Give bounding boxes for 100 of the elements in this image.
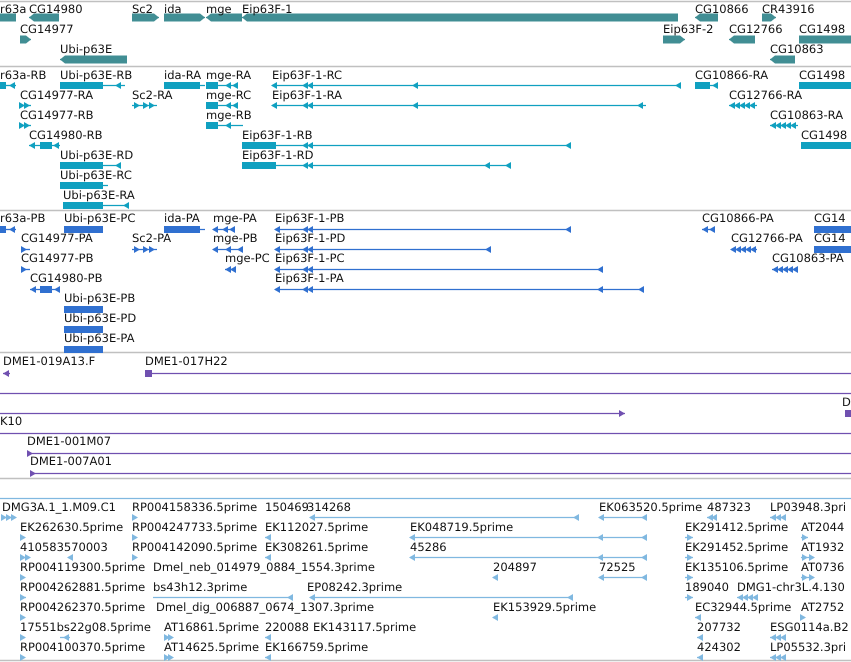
feature-label: Sc2-RA	[132, 89, 172, 102]
feature-label: CG10863	[770, 43, 824, 56]
feature-label: CG14	[814, 212, 846, 225]
feature-label: CG10866-PA	[702, 212, 774, 225]
feature-label: bs43h12.3prime	[153, 581, 248, 594]
feature-label: CG1498	[799, 69, 846, 82]
feature-label: CG10863-RA	[770, 109, 844, 122]
feature-label: EK166759.5prime	[265, 641, 368, 654]
feature-label: EK063520.5prime	[599, 501, 702, 514]
feature-label: Eip63F-1-PC	[275, 252, 345, 265]
feature-label: 220088	[265, 621, 309, 634]
feature-label: Eip63F-1-PB	[275, 212, 344, 225]
feature-label: RP004262881.5prime	[20, 581, 146, 594]
feature-label: Eip63F-1-PD	[275, 232, 346, 245]
feature-label: CG1498	[801, 129, 848, 142]
feature-label: r63a-PB	[0, 212, 46, 225]
feature-label: AT1932	[801, 541, 844, 554]
feature-label: EK308261.5prime	[265, 541, 368, 554]
feature-label: DME1-007A01	[30, 455, 112, 468]
feature-label: Eip63F-1-RD	[242, 149, 314, 162]
feature-label: CG14977-PA	[21, 232, 93, 245]
feature-label: AT2044	[801, 521, 844, 534]
feature-label: DME1-017H22	[145, 355, 228, 368]
feature-label: ESG0114a.B2	[770, 621, 849, 634]
feature-label: Ubi-p63E-RB	[60, 69, 132, 82]
feature-label: 207732	[697, 621, 741, 634]
feature-label: CG10866	[695, 3, 749, 16]
feature-label: AT14625.5prime	[164, 641, 260, 654]
feature-label: CG12766-RA	[729, 89, 802, 102]
feature-label: r63a	[0, 3, 26, 16]
feature-label: DME1-019A13.F	[3, 355, 96, 368]
feature-label: Ubi-p63E-RC	[60, 169, 132, 182]
feature-label: 189040	[685, 581, 729, 594]
feature-label: mge-PC	[225, 252, 270, 265]
feature-label: Dmel_neb_014979_0884_1554.3prime	[153, 561, 375, 574]
feature-label: CR43916	[762, 3, 815, 16]
feature-label: CG14	[814, 232, 846, 245]
feature-label: AT0736	[801, 561, 844, 574]
feature-label: 45286	[410, 541, 447, 554]
feature-label: 204897	[493, 561, 537, 574]
feature-label: Ubi-p63E-PA	[64, 332, 134, 345]
feature-label: EK291452.5prime	[685, 541, 788, 554]
feature-label: 410583570003	[20, 541, 108, 554]
feature-label: Ubi-p63E-PD	[64, 312, 136, 325]
feature-label: 314268	[307, 501, 351, 514]
feature-label: CG14977-PB	[21, 252, 94, 265]
feature-label: EK112027.5prime	[265, 521, 368, 534]
feature-label: ida-PA	[164, 212, 200, 225]
feature-label: RP004247733.5prime	[132, 521, 258, 534]
feature-label: mge-RB	[206, 109, 252, 122]
feature-label: D	[842, 396, 851, 409]
feature-label: mge-PA	[213, 212, 257, 225]
feature-label: RP004100370.5prime	[20, 641, 146, 654]
feature-label: CG10863-PA	[772, 252, 844, 265]
feature-label: CG14977	[20, 23, 74, 36]
feature-label: Dmel_dig_006887_0674_1307.3prime	[156, 601, 374, 614]
feature-label: mge-PB	[213, 232, 258, 245]
feature-label: AT2752	[801, 601, 844, 614]
feature-label: K10	[0, 415, 22, 428]
feature-label: ida-RA	[164, 69, 202, 82]
feature-label: r63a-RB	[0, 69, 46, 82]
feature-label: mge-RA	[206, 69, 252, 82]
feature-label: RP004262370.5prime	[20, 601, 146, 614]
feature-label: Eip63F-1-RB	[242, 129, 313, 142]
feature-label: DME1-001M07	[27, 435, 112, 448]
feature-label: RP004142090.5prime	[132, 541, 258, 554]
feature-label: EK262630.5prime	[20, 521, 124, 534]
feature-label: EP08242.3prime	[307, 581, 402, 594]
feature-label: 17551bs22g08.5prime	[20, 621, 151, 634]
feature-label: EK135106.5prime	[685, 561, 788, 574]
feature-label: CG14980-RB	[29, 129, 103, 142]
feature-label: Sc2-PA	[132, 232, 172, 245]
feature-label: Eip63F-1-PA	[275, 272, 344, 285]
feature-label: CG14977-RA	[20, 89, 94, 102]
feature-label: 424302	[697, 641, 741, 654]
feature-label: CG12766	[729, 23, 783, 36]
feature-label: CG14977-RB	[20, 109, 94, 122]
feature-label: mge	[206, 3, 232, 16]
feature-label: Ubi-p63E	[60, 43, 112, 56]
feature-label: CG14980-PB	[30, 272, 102, 285]
feature-label: EC32944.5prime	[695, 601, 792, 614]
feature-label: ida	[164, 3, 182, 16]
feature-label: DMG1-chr3L.4.130	[737, 581, 845, 594]
feature-label: CG14980	[29, 3, 83, 16]
feature-label: 150469	[265, 501, 309, 514]
feature-label: mge-RC	[206, 89, 252, 102]
feature-label: Ubi-p63E-PC	[64, 212, 136, 225]
feature-label: CG10866-RA	[695, 69, 768, 82]
feature-label: RP004119300.5prime	[20, 561, 146, 574]
feature-label: LP05532.3pri	[770, 641, 846, 654]
feature-label: 487323	[707, 501, 751, 514]
feature-label: EK048719.5prime	[410, 521, 514, 534]
feature-label: Ubi-p63E-PB	[64, 292, 136, 305]
feature-label: RP004158336.5prime	[132, 501, 258, 514]
feature-label: AT16861.5prime	[164, 621, 260, 634]
feature-label: Sc2	[132, 3, 153, 16]
feature-label: CG1498	[799, 23, 846, 36]
feature-label: DMG3A.1_1.M09.C1	[2, 501, 116, 514]
feature-label: EK143117.5prime	[313, 621, 416, 634]
feature-label: Eip63F-1-RA	[272, 89, 342, 102]
